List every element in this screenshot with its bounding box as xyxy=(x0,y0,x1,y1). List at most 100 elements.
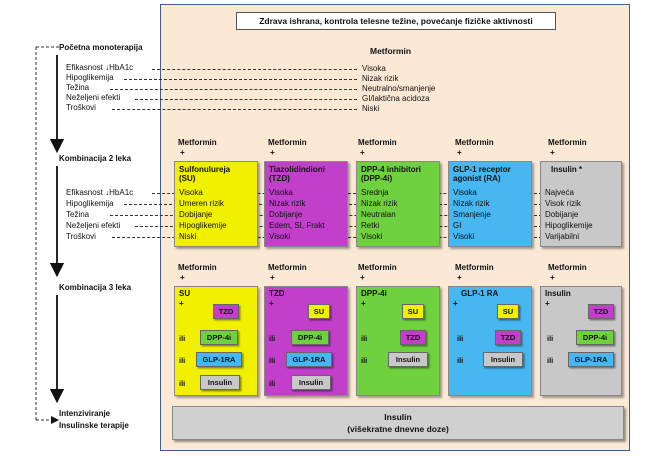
column-value: Dobijanje xyxy=(269,210,303,219)
plus-sign: + xyxy=(269,299,274,308)
intensified-insulin-bar: Insulin (višekratne dnevne doze) xyxy=(172,406,624,440)
combo2-column-tzd: Tiazolidindioni (TZD) Visoka Nizak rizik… xyxy=(264,161,348,247)
combo2-metformin: Metformin xyxy=(455,138,494,147)
combo3-base-label: TZD xyxy=(269,289,285,298)
column-title: Sulfonulureja xyxy=(179,165,231,174)
column-value: Visoka xyxy=(269,188,293,197)
column-subtitle: (SU) xyxy=(179,174,196,183)
plus-sign: + xyxy=(180,148,185,157)
column-subtitle: (TZD) xyxy=(269,174,290,183)
metformin-value: Visoka xyxy=(362,64,386,73)
combo2-column-dpp4i: DPP-4 inhibitori (DPP-4i) Srednja Nizak … xyxy=(356,161,440,247)
column-value: Nizak rizik xyxy=(269,199,306,208)
plus-sign: + xyxy=(453,299,458,308)
column-value: Nizak rizik xyxy=(453,199,490,208)
criterion-label: Troškovi xyxy=(66,232,96,241)
option-chip-tzd: TZD xyxy=(588,304,614,319)
column-value: Visoki xyxy=(453,232,475,241)
column-value: Visoki xyxy=(361,232,383,241)
option-chip-dpp4i: DPP-4i xyxy=(200,330,238,345)
bottom-bar-title: Insulin xyxy=(384,412,412,422)
combo3-metformin: Metformin xyxy=(548,263,587,272)
option-chip-tzd: TZD xyxy=(495,330,521,345)
combo2-metformin: Metformin xyxy=(268,138,307,147)
plus-sign: + xyxy=(550,148,555,157)
column-value: Nizak rizik xyxy=(361,199,398,208)
option-chip-su: SU xyxy=(497,304,519,319)
criterion-label: Hipoglikemija xyxy=(66,73,114,82)
criterion-label: Neželjeni efekti xyxy=(66,93,121,102)
stage-combo3-label: Kombinacija 3 leka xyxy=(59,283,132,292)
plus-sign: + xyxy=(457,273,462,282)
column-value: Niski xyxy=(179,232,197,241)
criterion-label: Neželjeni efekti xyxy=(66,221,121,230)
column-value: Dobijanje xyxy=(179,210,213,219)
ili-label: ili xyxy=(457,334,464,343)
column-title: GLP-1 receptor xyxy=(453,165,511,174)
option-chip-su: SU xyxy=(308,304,330,319)
column-subtitle xyxy=(541,174,621,187)
combo2-metformin: Metformin xyxy=(548,138,587,147)
plus-sign: + xyxy=(550,273,555,282)
column-value: Visoka xyxy=(179,188,203,197)
stage-intens-label-2: Insulinske terapije xyxy=(59,421,129,430)
plus-sign: + xyxy=(360,148,365,157)
column-value: Umeren rizik xyxy=(179,199,224,208)
option-chip-tzd: TZD xyxy=(400,330,426,345)
combo2-metformin: Metformin xyxy=(178,138,217,147)
ili-label: ili xyxy=(457,356,464,365)
option-chip-dpp4i: DPP-4i xyxy=(576,330,614,345)
ili-label: ili xyxy=(179,379,186,388)
metformin-value: Nizak rizik xyxy=(362,74,399,83)
metformin-value: Niski xyxy=(362,104,380,113)
dash-line xyxy=(152,69,357,70)
option-chip-insulin: Insulin xyxy=(388,352,428,367)
lifestyle-banner: Zdrava ishrana, kontrola telesne težine,… xyxy=(236,12,556,30)
plus-sign: + xyxy=(270,273,275,282)
combo2-column-su: Sulfonulureja (SU) Visoka Umeren rizik D… xyxy=(174,161,258,247)
column-subtitle: agonist (RA) xyxy=(453,174,501,183)
ili-label: ili xyxy=(179,334,186,343)
option-chip-su: SU xyxy=(402,304,424,319)
dash-line xyxy=(124,79,357,80)
combo3-base-label: Insulin xyxy=(545,289,571,298)
plus-sign: + xyxy=(457,148,462,157)
column-value: Neutralan xyxy=(361,210,396,219)
column-value: Hipoglikemije xyxy=(545,221,593,230)
option-chip-dpp4i: DPP-4i xyxy=(291,330,329,345)
option-chip-tzd: TZD xyxy=(213,304,239,319)
combo3-metformin: Metformin xyxy=(178,263,217,272)
combo3-base-label: SU xyxy=(179,289,191,298)
ili-label: ili xyxy=(361,356,368,365)
dash-line xyxy=(152,193,552,194)
column-value: Edem, SI, Frakt xyxy=(269,221,325,230)
plus-sign: + xyxy=(360,273,365,282)
plus-sign: + xyxy=(270,148,275,157)
column-title: Tiazolidindioni xyxy=(269,165,325,174)
criterion-label: Efikasnost ↓HbA1c xyxy=(66,63,134,72)
dash-line xyxy=(112,109,357,110)
plus-sign: + xyxy=(180,273,185,282)
column-value: GI xyxy=(453,221,462,230)
metformin-title: Metformin xyxy=(370,46,412,56)
combo3-base-label: GLP-1 RA xyxy=(461,289,499,298)
stage-combo2-label: Kombinacija 2 leka xyxy=(59,154,132,163)
column-value: Smanjenje xyxy=(453,210,491,219)
criterion-label: Efikasnost ↓HbA1c xyxy=(66,188,134,197)
combo3-metformin: Metformin xyxy=(358,263,397,272)
bottom-bar-subtitle: (višekratne dnevne doze) xyxy=(347,424,449,434)
ili-label: ili xyxy=(179,356,186,365)
column-value: Najveća xyxy=(545,188,574,197)
combo3-metformin: Metformin xyxy=(455,263,494,272)
option-chip-insulin: Insulin xyxy=(483,352,523,367)
column-title: DPP-4 inhibitori xyxy=(361,165,421,174)
plus-sign: + xyxy=(179,299,184,308)
combo3-base-label: DPP-4i xyxy=(361,289,387,298)
column-subtitle: (DPP-4i) xyxy=(361,174,393,183)
dash-line xyxy=(110,89,357,90)
column-value: Retki xyxy=(361,221,380,230)
metformin-value: GI/laktična acidoza xyxy=(362,94,430,103)
option-chip-insulin: Insulin xyxy=(291,375,331,390)
plus-sign: + xyxy=(545,299,550,308)
